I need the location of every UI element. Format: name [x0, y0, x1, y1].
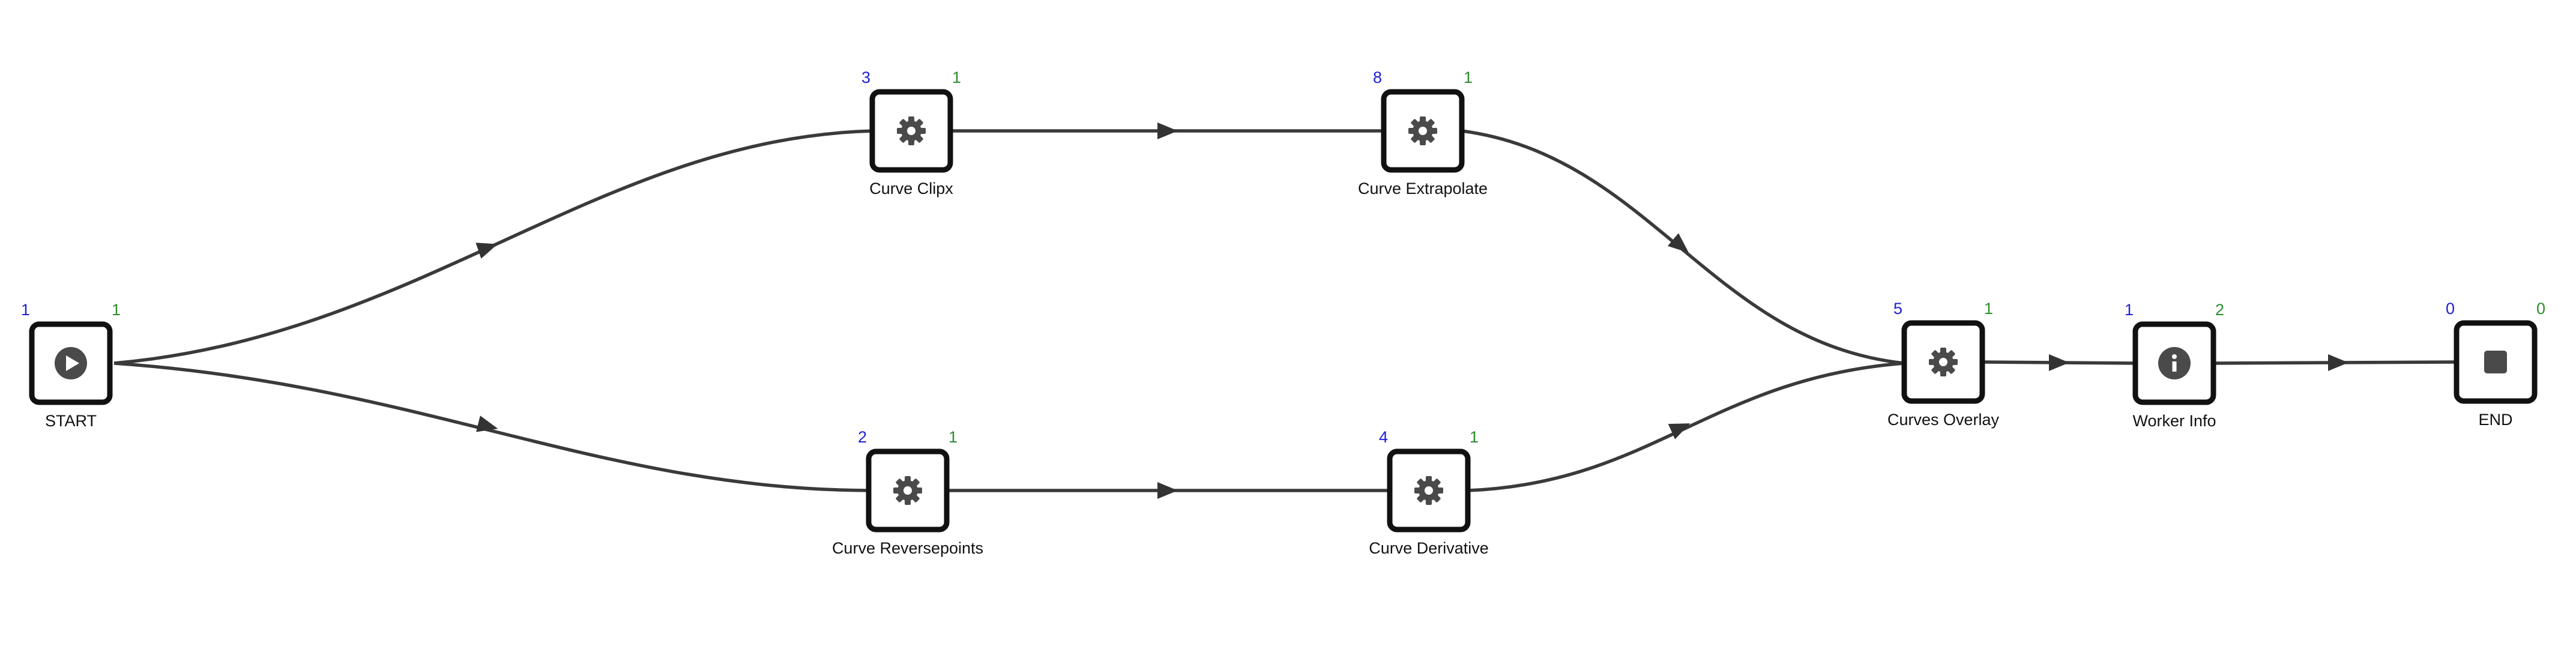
arrowhead	[1157, 482, 1178, 499]
arrowhead	[475, 243, 498, 259]
node-label: Worker Info	[2132, 412, 2216, 430]
output-count-badge: 1	[1470, 428, 1479, 446]
output-count-badge: 1	[112, 301, 121, 319]
input-count-badge: 8	[1373, 68, 1382, 86]
output-count-badge: 1	[1984, 300, 1993, 318]
input-count-badge: 0	[2446, 300, 2455, 318]
node-curve-clipx[interactable]: 3 1 Curve Clipx	[861, 68, 961, 198]
output-count-badge: 1	[1464, 68, 1473, 86]
node-curve-reversepoints[interactable]: 2 1 Curve Reversepoints	[832, 428, 983, 557]
node-label: Curve Reversepoints	[832, 539, 983, 557]
output-count-badge: 2	[2215, 301, 2224, 319]
node-end[interactable]: 0 0 END	[2446, 300, 2545, 429]
input-count-badge: 1	[21, 301, 30, 319]
input-count-badge: 1	[2125, 301, 2134, 319]
gear-icon	[897, 116, 926, 145]
stop-icon	[2484, 351, 2507, 373]
input-count-badge: 5	[1893, 300, 1902, 318]
arrowhead	[1667, 233, 1689, 253]
node-start[interactable]: 1 1 START	[21, 301, 121, 430]
arrowhead	[1157, 122, 1178, 139]
node-label: Curve Clipx	[869, 180, 953, 198]
node-curve-derivative[interactable]: 4 1 Curve Derivative	[1369, 428, 1489, 557]
node-label: Curve Derivative	[1369, 539, 1489, 557]
edge-start-reversepoints[interactable]	[113, 361, 870, 492]
info-icon	[2158, 347, 2191, 379]
gear-icon	[1929, 348, 1958, 376]
input-count-badge: 3	[861, 68, 870, 86]
arrowheads	[475, 122, 2348, 499]
node-curves-overlay[interactable]: 5 1 Curves Overlay	[1887, 300, 2000, 429]
arrowhead	[2328, 354, 2348, 371]
edges	[113, 129, 2457, 492]
node-label: Curve Extrapolate	[1358, 180, 1488, 198]
node-worker-info[interactable]: 1 2 Worker Info	[2125, 301, 2224, 430]
arrowhead	[476, 415, 498, 432]
node-label: END	[2478, 411, 2512, 429]
input-count-badge: 4	[1379, 428, 1388, 446]
gear-icon	[893, 476, 922, 505]
input-count-badge: 2	[858, 428, 867, 446]
output-count-badge: 1	[952, 68, 961, 86]
gear-icon	[1414, 476, 1443, 505]
play-icon	[55, 347, 87, 379]
arrowhead	[1668, 423, 1691, 439]
node-label: Curves Overlay	[1887, 411, 2000, 429]
gear-icon	[1408, 116, 1437, 145]
output-count-badge: 1	[949, 428, 958, 446]
node-label: START	[45, 412, 97, 430]
edge-start-clipx[interactable]	[113, 129, 874, 365]
output-count-badge: 0	[2536, 300, 2545, 318]
arrowhead	[2049, 354, 2069, 371]
node-curve-extrapolate[interactable]: 8 1 Curve Extrapolate	[1358, 68, 1488, 198]
